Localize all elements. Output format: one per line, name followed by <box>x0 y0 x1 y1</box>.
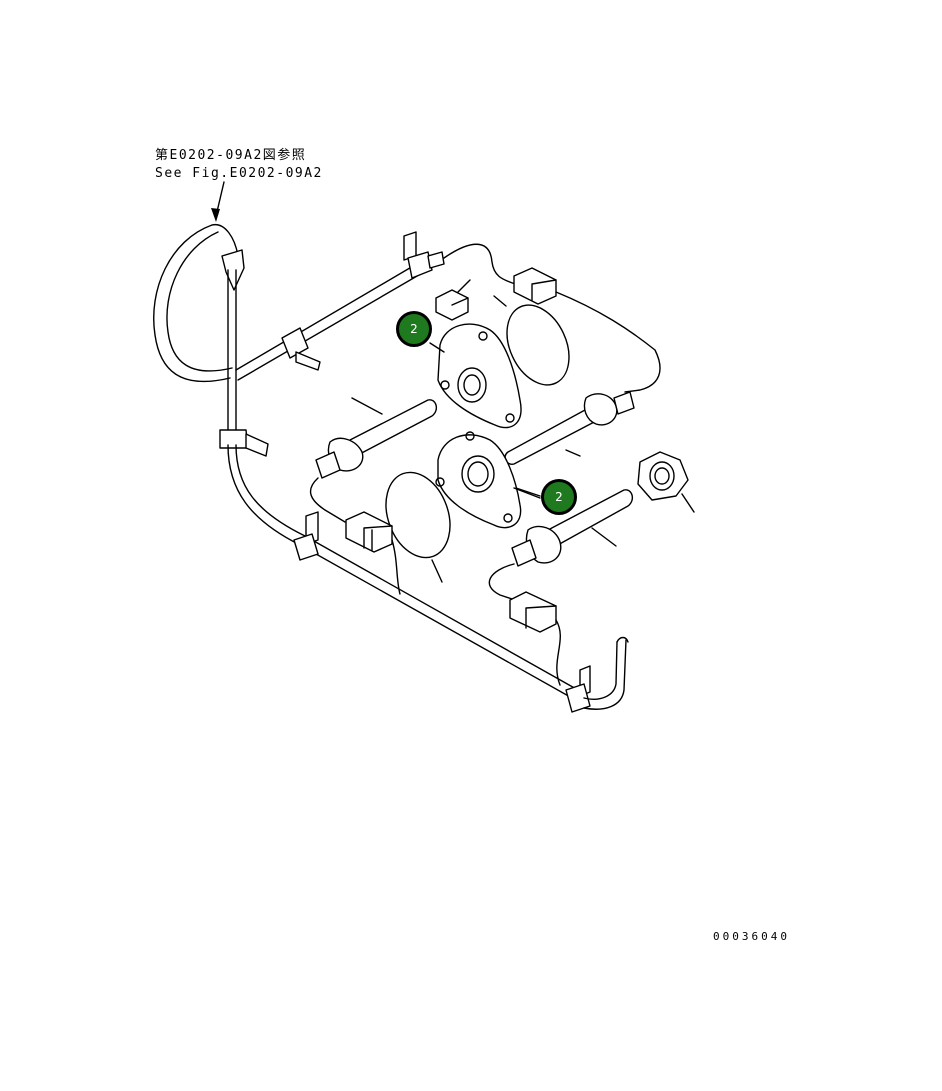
nut <box>637 451 695 513</box>
upper-flange <box>437 323 522 429</box>
harness-loop <box>153 224 306 546</box>
lower-flange <box>435 431 541 529</box>
lower-pipe <box>293 511 629 713</box>
upper-pipe <box>235 231 516 381</box>
reference-arrow <box>211 181 225 222</box>
left-plug-upper <box>309 397 438 523</box>
upper-gasket <box>506 304 570 386</box>
drawing-number: 00036040 <box>713 930 790 943</box>
callout-leader-1 <box>429 342 445 353</box>
callout-2-lower[interactable]: 2 <box>541 479 577 515</box>
reference-text-en: See Fig.E0202-09A2 <box>155 166 323 181</box>
callout-leader-2 <box>515 487 541 497</box>
right-plug-upper <box>504 391 635 465</box>
upper-connector <box>435 267 661 393</box>
callout-2-upper[interactable]: 2 <box>396 311 432 347</box>
lower-plug <box>488 489 634 601</box>
reference-text-jp: 第E0202-09A2図参照 <box>155 148 307 163</box>
